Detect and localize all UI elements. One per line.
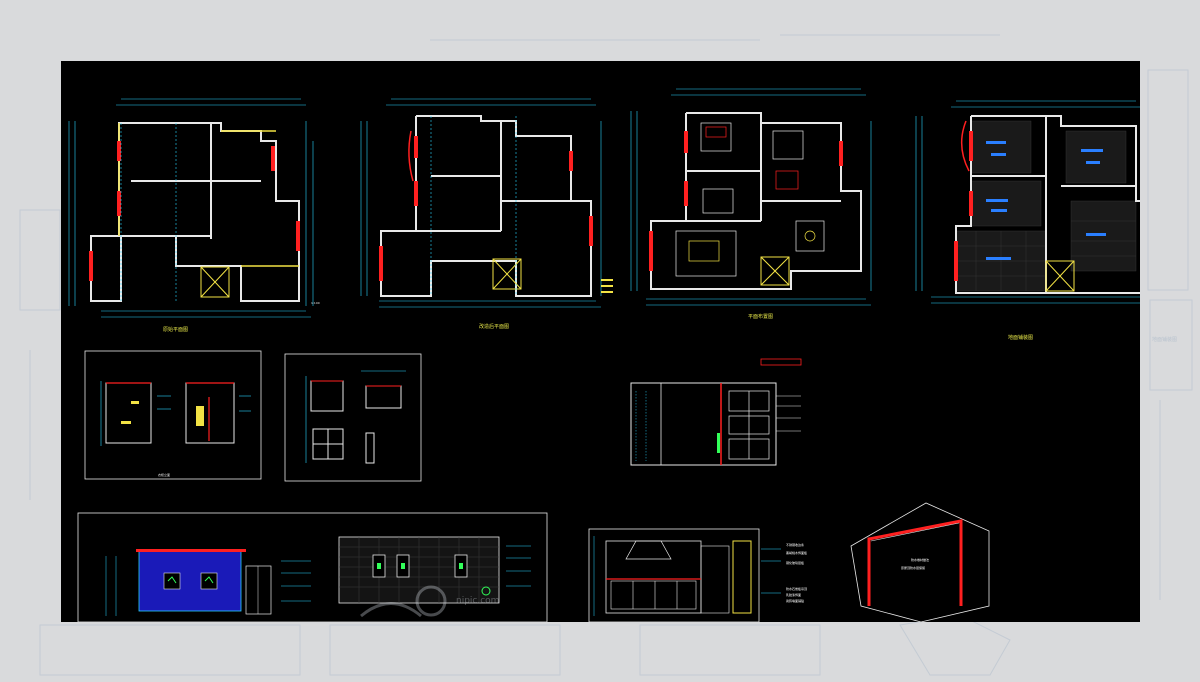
- cad-drawing: [68, 88, 1140, 622]
- floor-plan-pavement: [915, 100, 1140, 304]
- floor-plan-original: [68, 98, 314, 318]
- cad-drawing-sheet: 原始平面图 1:100 改造后平面图 平面布置图 地面铺装图 衣柜立面 不锈钢收…: [61, 61, 1140, 622]
- floor-plan-modified: [360, 98, 602, 308]
- kitchen-note-5: 乳胶漆饰面: [786, 593, 802, 597]
- detail-box-2: [284, 353, 422, 482]
- detail-box-1: [84, 350, 262, 480]
- caption-pavement-plan: 地面铺装图: [1008, 335, 1034, 341]
- kitchen-note-3: 钢化玻璃层板: [786, 561, 805, 565]
- scale-note: 1:100: [311, 301, 320, 305]
- elevation-kitchen: [588, 528, 781, 622]
- watermark-logo: [360, 585, 447, 618]
- roof-note-2: 原屋顶防水层保留: [901, 566, 926, 570]
- floor-plan-furniture: [601, 88, 872, 306]
- caption-wardrobe: 衣柜立面: [158, 473, 171, 477]
- kitchen-note-1: 不锈钢收边条: [786, 543, 805, 547]
- elevation-living-room: [77, 512, 548, 622]
- caption-original-plan: 原始平面图: [163, 327, 189, 333]
- detail-section-roof: [850, 502, 990, 622]
- watermark-text: nipic.com: [456, 596, 500, 606]
- elevation-wardrobe: [630, 358, 802, 466]
- kitchen-note-4: 防水石膏板吊顶: [786, 587, 808, 591]
- caption-modified-plan: 改造后平面图: [479, 324, 510, 330]
- kitchen-note-2: 黑胡桃木饰面板: [786, 551, 808, 555]
- background-plan-caption: 地面铺装图: [1152, 337, 1178, 343]
- roof-note: 防水卷材做法: [911, 558, 930, 562]
- kitchen-note-6: 瓷砖墙面铺贴: [786, 599, 805, 603]
- caption-furniture-plan: 平面布置图: [748, 314, 774, 320]
